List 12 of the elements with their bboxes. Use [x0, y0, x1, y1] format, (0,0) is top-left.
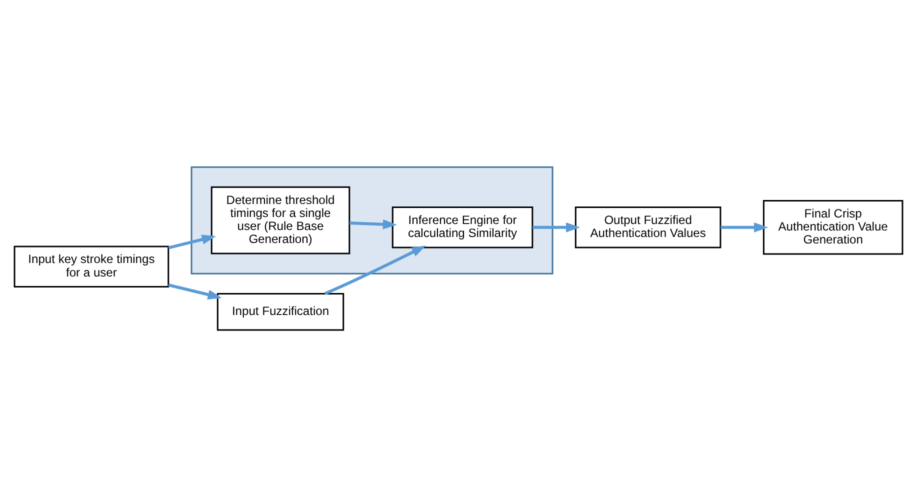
node-box: Input Fuzzification	[216, 292, 344, 330]
cluster	[190, 166, 554, 274]
arrow	[532, 222, 580, 232]
arrow	[168, 283, 222, 299]
node-box: Input key stroke timings for a user	[14, 245, 170, 287]
node-box: Inference Engine for calculating Similarity	[392, 206, 534, 248]
arrow	[720, 222, 768, 232]
arrow	[168, 234, 216, 249]
node-box: Output Fuzzified Authentication Values	[574, 206, 722, 248]
node-box: Final Crisp Authentication Value Generation	[762, 200, 904, 254]
arrow	[350, 218, 398, 229]
node-box: Determine threshold timings for a single user (Rule Base Generation)	[210, 186, 350, 254]
